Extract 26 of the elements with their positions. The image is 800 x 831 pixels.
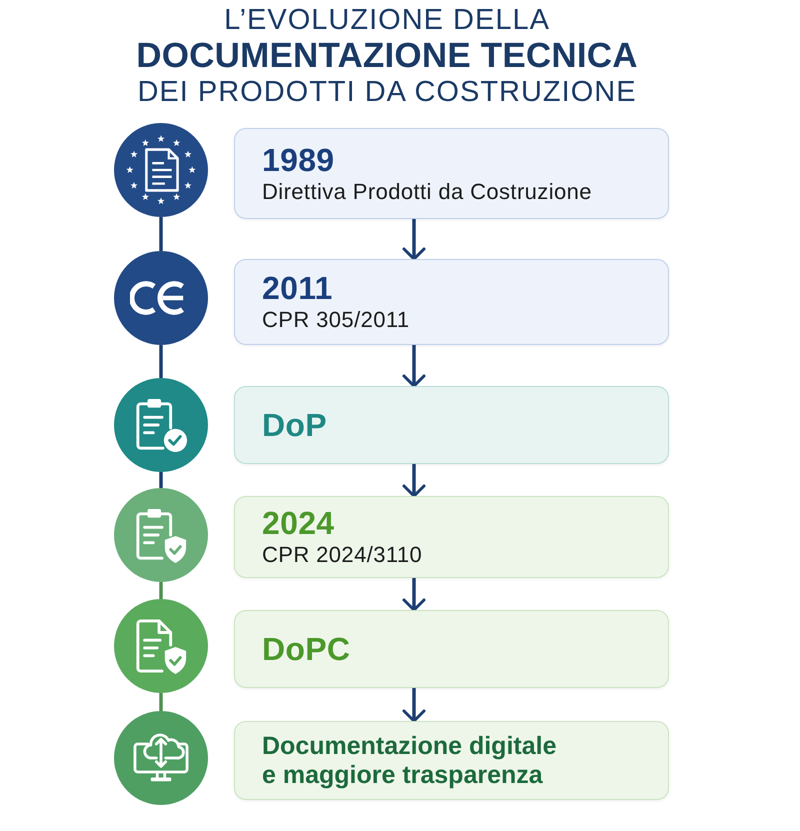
milestone-heading: 2024 <box>262 506 334 541</box>
arrow <box>402 688 426 722</box>
timeline-line <box>159 472 163 488</box>
milestone-card <box>234 259 669 345</box>
milestone-card <box>234 721 669 800</box>
milestone-heading: 1989 <box>262 142 334 178</box>
milestone-heading: DoP <box>262 408 327 442</box>
diagram-title: L’EVOLUZIONE DELLA DOCUMENTAZIONE TECNICA DEI PRODOTTI DA COSTRUZIONE <box>135 3 639 109</box>
milestone-heading: DoPC <box>262 632 350 666</box>
milestone-description: CPR 2024/3110 <box>262 541 422 568</box>
arrow <box>402 464 426 498</box>
milestone-card <box>234 496 669 578</box>
timeline-line <box>159 217 163 251</box>
timeline-line <box>159 693 163 711</box>
arrow <box>402 578 426 612</box>
timeline-line <box>159 345 163 378</box>
milestone-heading: Documentazione digitale e maggiore trasparenza <box>262 732 558 790</box>
milestone-description: Direttiva Prodotti da Costruzione <box>262 178 592 204</box>
arrow <box>402 345 426 388</box>
milestone-heading: 2011 <box>262 271 333 306</box>
milestone-card <box>234 386 669 464</box>
milestone-card <box>234 610 669 688</box>
milestone-description: CPR 305/2011 <box>262 306 410 333</box>
timeline-line <box>159 582 163 599</box>
milestone-card <box>234 128 669 219</box>
arrow <box>402 219 426 260</box>
